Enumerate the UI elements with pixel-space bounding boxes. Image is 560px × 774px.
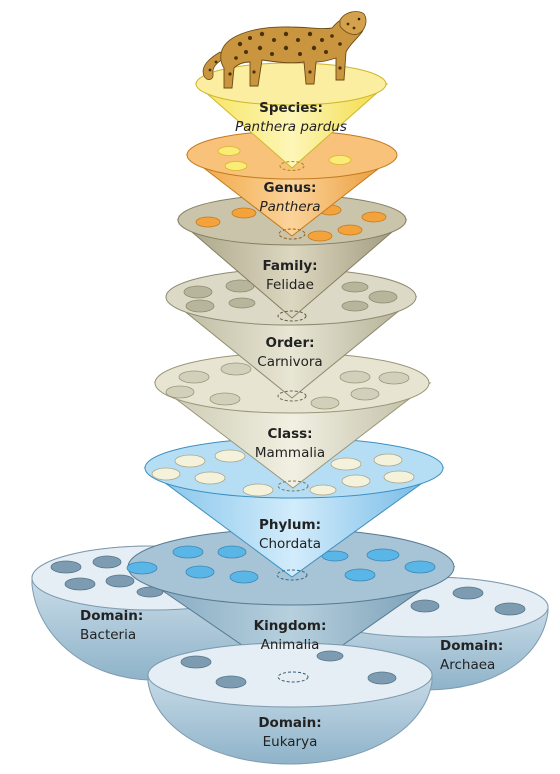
taxon-genus: Panthera	[260, 199, 321, 215]
taxon-class: Mammalia	[255, 445, 325, 461]
label-domain-archaea: Domain: Archaea	[440, 638, 503, 673]
domain-bowl-eukarya	[147, 642, 433, 765]
rank-domain-archaea: Domain:	[440, 638, 503, 654]
label-phylum: Phylum: Chordata	[259, 517, 321, 552]
rank-phylum: Phylum:	[259, 517, 321, 533]
rank-family: Family:	[262, 258, 317, 274]
taxon-domain-eukarya: Eukarya	[263, 734, 318, 750]
rank-genus: Genus:	[264, 180, 317, 196]
rank-order: Order:	[265, 335, 314, 351]
label-order: Order: Carnivora	[257, 335, 322, 370]
rank-kingdom: Kingdom:	[254, 618, 327, 634]
label-domain-bacteria: Domain: Bacteria	[80, 608, 143, 643]
label-species: Species: Panthera pardus	[235, 100, 347, 135]
leopard-icon	[202, 11, 367, 89]
label-kingdom: Kingdom: Animalia	[254, 618, 327, 653]
label-domain-eukarya: Domain: Eukarya	[258, 715, 321, 750]
label-genus: Genus: Panthera	[260, 180, 321, 215]
taxon-family: Felidae	[266, 277, 314, 293]
taxon-domain-bacteria: Bacteria	[80, 627, 136, 643]
taxon-kingdom: Animalia	[261, 637, 320, 653]
taxon-domain-archaea: Archaea	[440, 657, 495, 673]
taxon-order: Carnivora	[257, 354, 322, 370]
rank-domain-bacteria: Domain:	[80, 608, 143, 624]
label-class: Class: Mammalia	[255, 426, 325, 461]
taxon-species: Panthera pardus	[235, 119, 347, 135]
rank-species: Species:	[259, 100, 323, 116]
taxon-phylum: Chordata	[259, 536, 321, 552]
rank-domain-eukarya: Domain:	[258, 715, 321, 731]
rank-class: Class:	[267, 426, 312, 442]
label-family: Family: Felidae	[262, 258, 317, 293]
